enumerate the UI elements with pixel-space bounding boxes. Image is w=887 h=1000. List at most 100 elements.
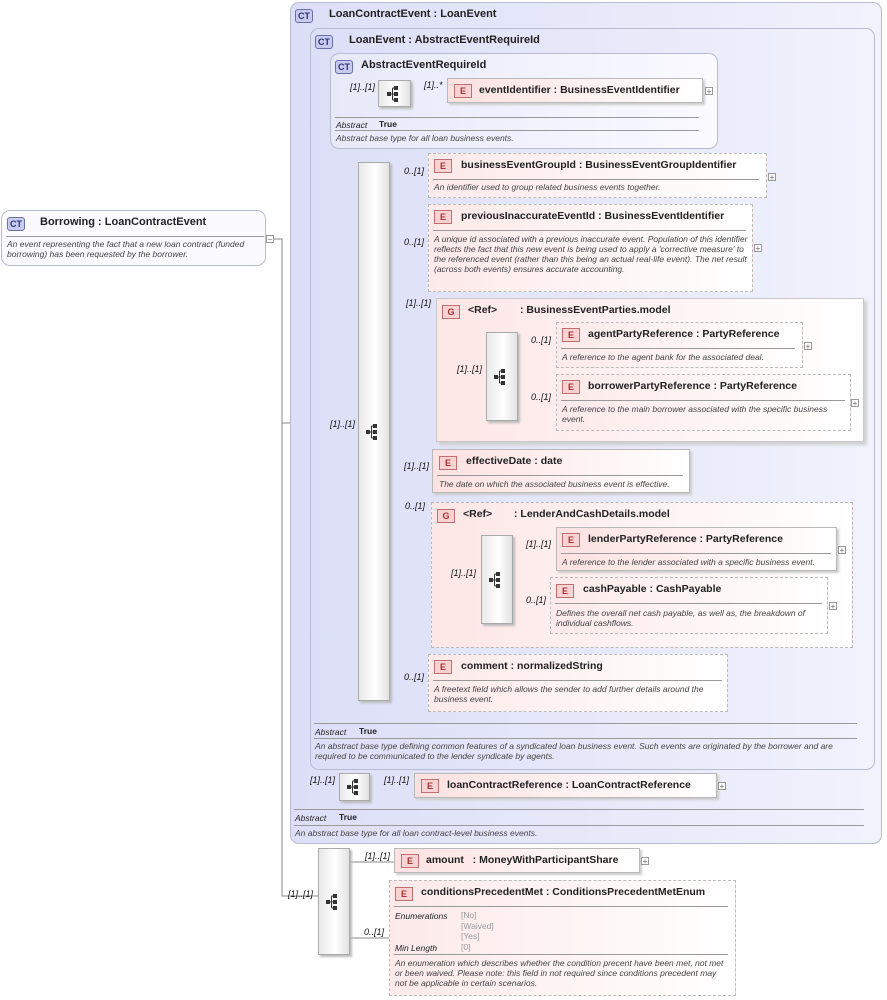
abstract-label: Abstract	[295, 813, 327, 823]
enumeration-value: [Waived]	[461, 920, 494, 931]
effective-date-title: effectiveDate : date	[466, 455, 563, 467]
event-identifier-title: eventIdentifier : BusinessEventIdentifie…	[479, 84, 680, 96]
conditions-precedent-met-cardinality: 0..[1]	[364, 927, 385, 937]
loan-event-description: An abstract base type defining common fe…	[315, 741, 833, 761]
element-badge: E	[434, 159, 452, 173]
cash-payable-title: cashPayable : CashPayable	[583, 583, 722, 595]
comment-element[interactable]: E comment : normalizedString A freetext …	[428, 654, 728, 712]
business-event-group-id-element[interactable]: E businessEventGroupId : BusinessEventGr…	[428, 153, 767, 198]
borrower-party-reference-title: borrowerPartyReference : PartyReference	[588, 380, 797, 392]
enumerations-label: Enumerations	[395, 911, 448, 921]
expand-plus-icon[interactable]: +	[768, 173, 776, 182]
expand-plus-icon[interactable]: +	[641, 857, 649, 866]
enumeration-value: [Yes]	[461, 931, 480, 941]
sequence-compositor-icon	[326, 893, 337, 910]
conditions-precedent-met-element[interactable]: E conditionsPrecedentMet : ConditionsPre…	[389, 880, 736, 996]
divider	[555, 603, 822, 604]
agent-party-reference-cardinality: 0..[1]	[531, 335, 552, 345]
divider	[561, 553, 831, 554]
expand-plus-icon[interactable]: +	[705, 87, 713, 96]
element-badge: E	[421, 779, 439, 793]
sequence-compositor-icon	[494, 368, 505, 385]
divider	[314, 723, 857, 724]
borrower-party-reference-description: A reference to the main borrower associa…	[562, 404, 828, 424]
borrowing-description: An event representing the fact that a ne…	[7, 239, 245, 259]
divider	[6, 236, 264, 237]
effective-date-cardinality: [1]..[1]	[404, 461, 430, 471]
min-length-label: Min Length	[395, 943, 438, 953]
amount-cardinality: [1]..[1]	[365, 851, 391, 861]
lender-and-cash-cardinality: 0..[1]	[405, 501, 426, 511]
borrower-party-reference-element[interactable]: E borrowerPartyReference : PartyReferenc…	[556, 374, 851, 431]
main-sequence-compositor[interactable]	[358, 162, 390, 701]
event-identifier-element[interactable]: E eventIdentifier : BusinessEventIdentif…	[447, 78, 703, 103]
previous-inaccurate-event-id-element[interactable]: E previousInaccurateEventId : BusinessEv…	[428, 204, 753, 292]
previous-inaccurate-event-id-cardinality: 0..[1]	[404, 237, 425, 247]
element-badge: E	[454, 84, 472, 98]
element-badge: E	[562, 533, 580, 547]
expand-plus-icon[interactable]: +	[754, 244, 762, 253]
expand-plus-icon[interactable]: −	[266, 235, 274, 244]
borrower-party-reference-cardinality: 0..[1]	[531, 392, 552, 402]
borrowing-sequence-compositor[interactable]	[318, 848, 350, 955]
complex-type-badge: CT	[315, 35, 333, 49]
business-event-parties-title: : BusinessEventParties.model	[520, 304, 671, 316]
loan-contract-reference-element[interactable]: E loanContractReference : LoanContractRe…	[414, 773, 717, 798]
sequence-compositor[interactable]	[378, 80, 411, 107]
cash-payable-cardinality: 0..[1]	[526, 595, 547, 605]
expand-plus-icon[interactable]: +	[851, 399, 859, 408]
amount-title: amount : MoneyWithParticipantShare	[426, 854, 619, 866]
lender-party-reference-cardinality: [1]..[1]	[526, 539, 552, 549]
abstract-value: True	[359, 726, 377, 736]
divider	[437, 475, 683, 476]
comment-description: A freetext field which allows the sender…	[434, 684, 704, 704]
ref-label: <Ref>	[463, 508, 493, 520]
group-badge: G	[442, 305, 460, 319]
comment-cardinality: 0..[1]	[404, 672, 425, 682]
expand-plus-icon[interactable]: +	[829, 602, 837, 611]
complex-type-badge: CT	[295, 9, 313, 23]
agent-party-reference-element[interactable]: E agentPartyReference : PartyReference A…	[556, 322, 803, 368]
loan-event-title: LoanEvent : AbstractEventRequireId	[349, 34, 540, 46]
expand-plus-icon[interactable]: +	[804, 342, 812, 351]
loan-contract-reference-title: loanContractReference : LoanContractRefe…	[447, 779, 691, 791]
lender-cash-sequence-cardinality: [1]..[1]	[451, 568, 477, 578]
conditions-precedent-met-description: An enumeration which describes whether t…	[395, 958, 724, 988]
divider	[294, 809, 864, 810]
main-sequence-cardinality: [1]..[1]	[330, 419, 356, 429]
sequence-compositor-icon	[346, 779, 358, 795]
element-badge: E	[556, 584, 574, 598]
abstract-value: True	[339, 812, 357, 822]
element-badge: E	[395, 887, 413, 901]
abstract-label: Abstract	[315, 727, 347, 737]
element-badge: E	[439, 456, 457, 470]
expand-plus-icon[interactable]: +	[718, 782, 726, 791]
cash-payable-element[interactable]: E cashPayable : CashPayable Defines the …	[550, 577, 828, 634]
lender-party-reference-element[interactable]: E lenderPartyReference : PartyReference …	[556, 527, 837, 571]
borrowing-type-box[interactable]: CT Borrowing : LoanContractEvent An even…	[1, 210, 266, 266]
effective-date-element[interactable]: E effectiveDate : date The date on which…	[432, 449, 690, 493]
loan-contract-reference-cardinality: [1]..[1]	[384, 775, 410, 785]
loan-contract-event-description: An abstract base type for all loan contr…	[295, 828, 538, 838]
amount-element[interactable]: E amount : MoneyWithParticipantShare	[394, 848, 640, 873]
element-badge: E	[562, 380, 580, 394]
borrowing-title: Borrowing : LoanContractEvent	[40, 216, 207, 228]
sequence-compositor-icon	[489, 571, 500, 588]
min-length-value: [0]	[461, 942, 471, 952]
loan-contract-sequence-compositor[interactable]	[339, 773, 370, 801]
agent-party-reference-title: agentPartyReference : PartyReference	[588, 328, 780, 340]
lender-cash-sequence-compositor[interactable]	[481, 535, 513, 624]
ref-label: <Ref>	[468, 304, 498, 316]
sequence-cardinality: [1]..[1]	[350, 82, 376, 92]
lender-party-reference-title: lenderPartyReference : PartyReference	[588, 533, 783, 545]
abstract-event-require-id-description: Abstract base type for all loan business…	[336, 133, 514, 143]
business-event-group-id-title: businessEventGroupId : BusinessEventGrou…	[461, 159, 737, 171]
parties-sequence-compositor[interactable]	[486, 332, 518, 421]
lender-and-cash-title: : LenderAndCashDetails.model	[514, 508, 670, 520]
expand-plus-icon[interactable]: +	[838, 546, 846, 555]
divider	[433, 230, 746, 231]
complex-type-badge: CT	[335, 60, 353, 74]
divider	[433, 179, 759, 180]
divider	[294, 825, 864, 826]
